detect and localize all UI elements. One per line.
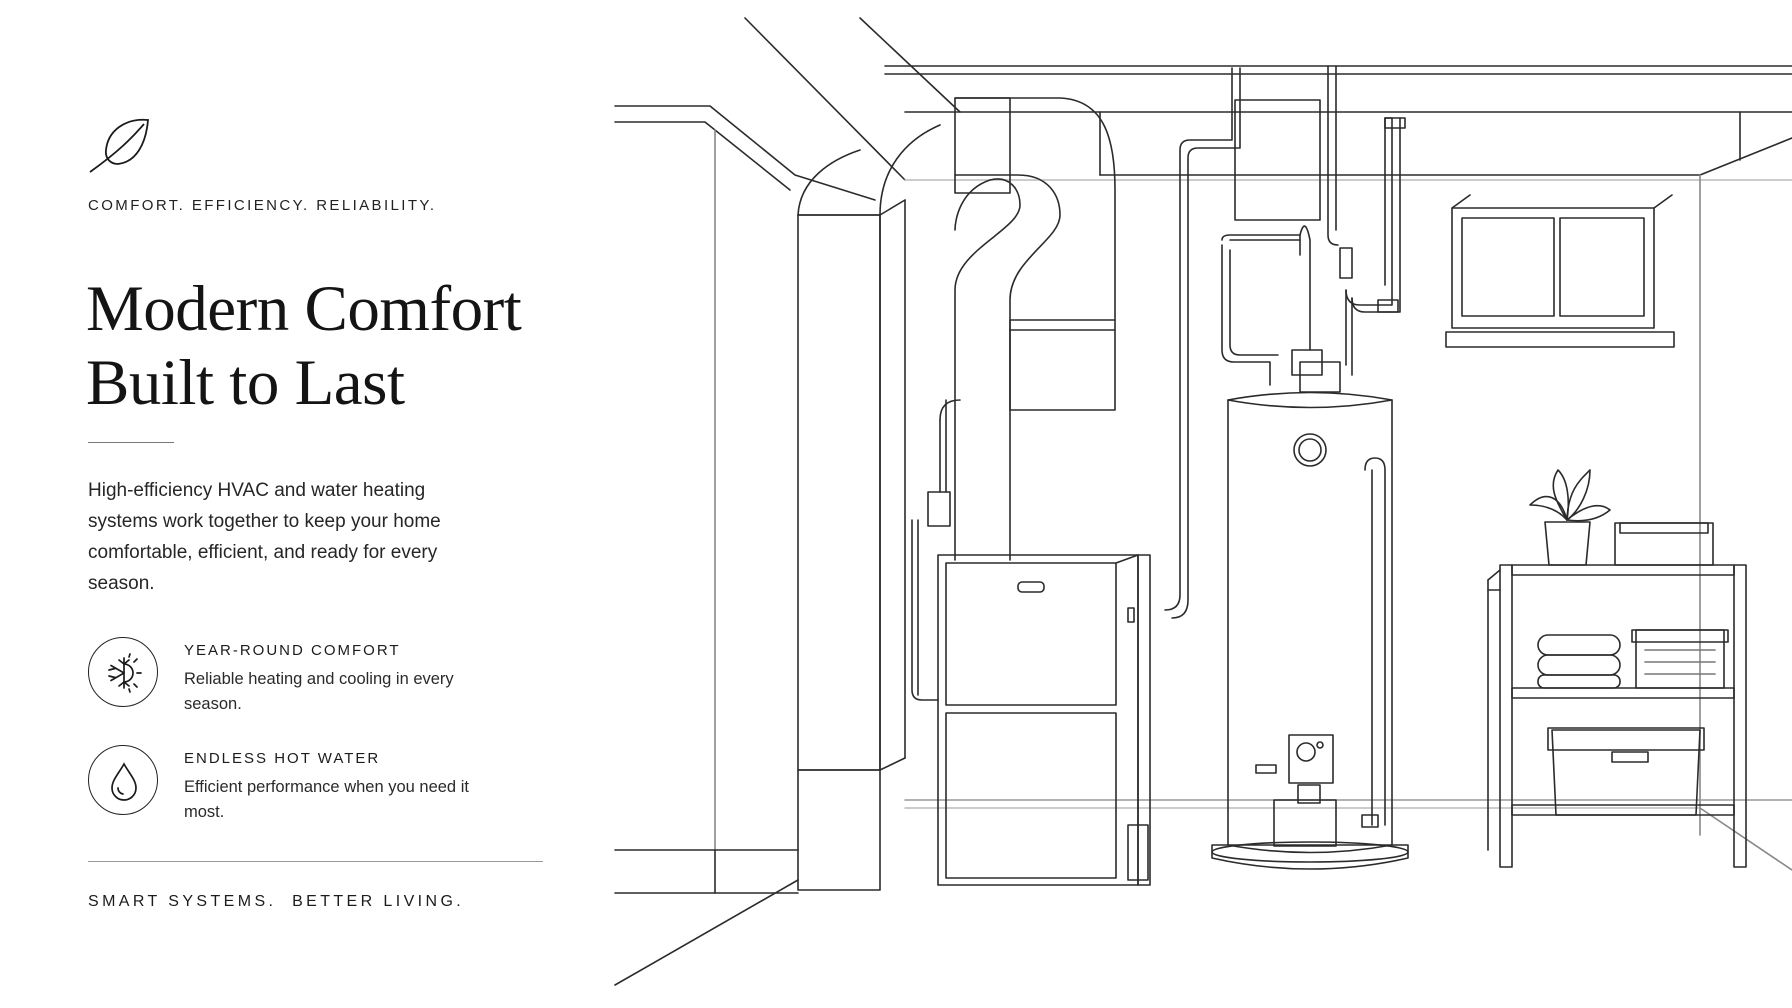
storage-shelf (1487, 469, 1747, 868)
intro-paragraph: High-efficiency HVAC and water heating s… (88, 480, 441, 594)
feature-icon-ring (88, 745, 158, 815)
title-divider (88, 442, 174, 443)
furnace-flue (954, 97, 1116, 561)
feature-description: Reliable heating and cooling in every se… (184, 670, 454, 713)
left-wall (614, 129, 799, 986)
duct-soffit (614, 105, 941, 891)
feature-title: ENDLESS HOT WATER (184, 750, 381, 767)
footer-divider (88, 861, 543, 862)
leaf-icon (89, 118, 149, 173)
feature-year-round-comfort: YEAR-ROUND COMFORT Reliable heating and … (88, 637, 548, 717)
furnace (911, 67, 1241, 886)
footer-slogan: SMART SYSTEMS. BETTER LIVING. (88, 893, 465, 910)
basement-window (1445, 194, 1675, 348)
water-heater (1211, 361, 1409, 870)
utility-room-illustration (614, 17, 1792, 986)
feature-title: YEAR-ROUND COMFORT (184, 642, 401, 659)
room-structure (744, 17, 1792, 871)
left-panel: COMFORT. EFFICIENCY. RELIABILITY. Modern… (0, 0, 600, 1008)
feature-description: Efficient performance when you need it m… (184, 778, 469, 821)
water-heater-piping (1221, 65, 1406, 386)
tagline: COMFORT. EFFICIENCY. RELIABILITY. (88, 197, 437, 214)
snowflake-sun-icon (108, 653, 142, 693)
feature-endless-hot-water: ENDLESS HOT WATER Efficient performance … (88, 745, 548, 825)
page-title-line-2: Built to Last (86, 347, 405, 419)
page-title: Modern Comfort Built to Last (86, 272, 606, 420)
water-drop-icon (111, 762, 137, 801)
feature-icon-ring (88, 637, 158, 707)
page-title-line-1: Modern Comfort (86, 273, 522, 345)
